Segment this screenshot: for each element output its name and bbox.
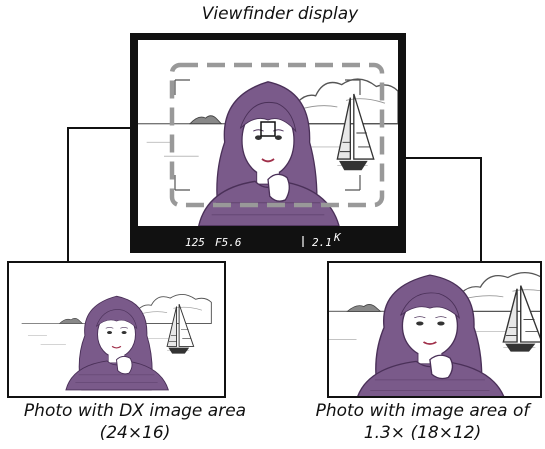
aperture-readout: F5.6 [215,236,242,249]
viewfinder-scene [138,40,398,226]
caption-1-3x-photo: Photo with image area of 1.3× (18×12) [300,400,545,444]
photo-dx-image-area [8,262,225,397]
caption-1-3x-line1: Photo with image area of [300,400,545,422]
caption-dx-photo: Photo with DX image area (24×16) [0,400,270,444]
caption-dx-line1: Photo with DX image area [0,400,270,422]
shutter-speed-readout: 125 [185,236,205,249]
caption-1-3x-line2: 1.3× (18×12) [300,422,545,444]
caption-dx-line2: (24×16) [0,422,270,444]
photo-1-3x-image-area [292,239,545,400]
exposure-readout: 2.1 [312,236,332,249]
viewfinder-display: 125 F5.6 2.1 K [130,33,406,253]
